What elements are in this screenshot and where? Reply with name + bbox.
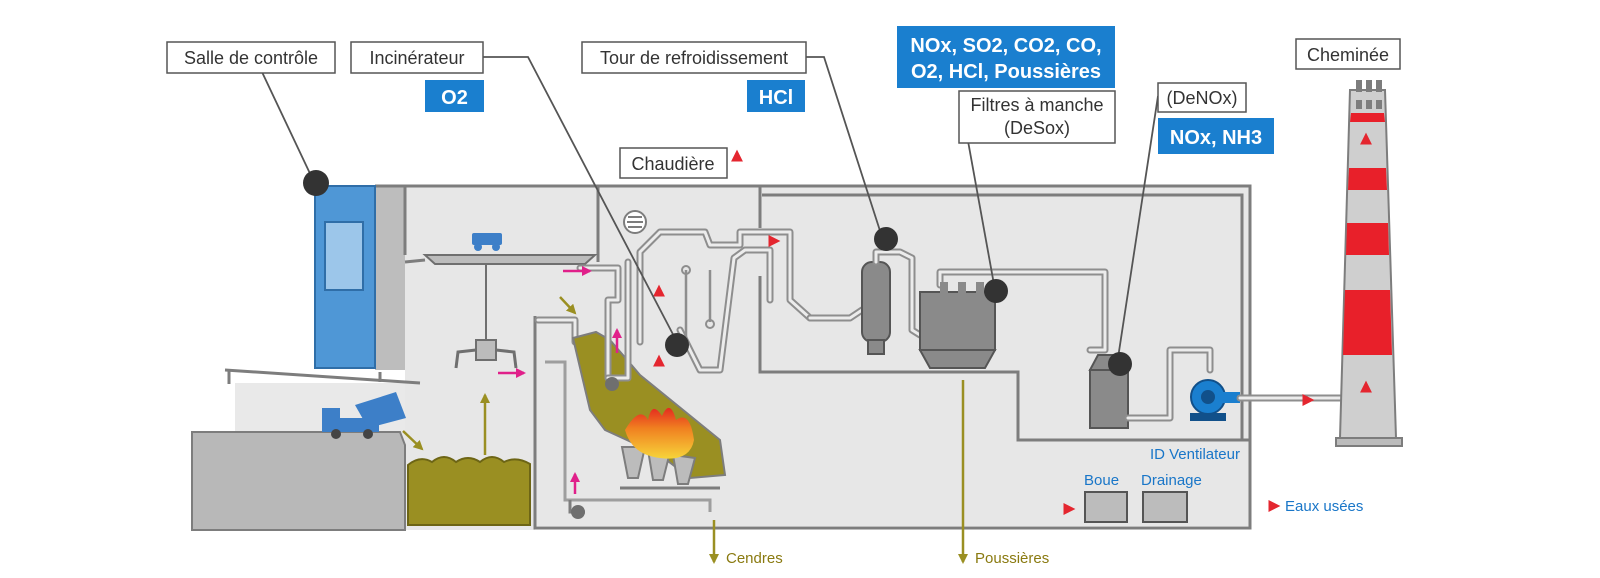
- svg-text:O2, HCl, Poussières: O2, HCl, Poussières: [911, 61, 1101, 83]
- label-wastewater: Eaux usées: [1285, 498, 1363, 515]
- label-drainage: Drainage: [1141, 472, 1202, 489]
- bag-filters: [918, 268, 1109, 369]
- tag-hcl: HCl: [747, 80, 805, 112]
- waste-pit: [407, 456, 531, 526]
- svg-text:(DeSox): (DeSox): [1004, 118, 1070, 138]
- pumps: [568, 377, 619, 519]
- label-bag-filters: Filtres à manche (DeSox): [958, 90, 1116, 144]
- denox-unit: [1088, 346, 1214, 429]
- leader-lines: [261, 56, 1159, 376]
- svg-text:Incinérateur: Incinérateur: [369, 48, 464, 68]
- fire-icon: [625, 407, 694, 459]
- boiler-ducts: [576, 210, 866, 382]
- label-incinerator: Incinérateur: [350, 41, 484, 74]
- tag-multi-gas: NOx, SO2, CO2, CO, O2, HCl, Poussières: [897, 26, 1115, 88]
- sensor-denox: [1108, 352, 1132, 376]
- flow-arrows: [402, 132, 1372, 564]
- chimney: [1335, 80, 1403, 447]
- label-id-fan: ID Ventilateur: [1150, 446, 1240, 463]
- control-room: [314, 185, 376, 369]
- label-cooling-tower: Tour de refroidissement: [581, 41, 807, 74]
- svg-text:Salle de contrôle: Salle de contrôle: [184, 48, 318, 68]
- tanks: [1084, 491, 1188, 523]
- sensor-control-room: [303, 170, 329, 196]
- label-dust: Poussières: [975, 550, 1049, 567]
- id-fan: [1190, 379, 1344, 421]
- cooling-tower: [861, 248, 924, 355]
- sensor-incinerator: [665, 333, 689, 357]
- crane: [404, 233, 598, 369]
- svg-text:Filtres à manche: Filtres à manche: [970, 95, 1103, 115]
- svg-text:Tour de refroidissement: Tour de refroidissement: [600, 48, 788, 68]
- svg-text:NOx, SO2, CO2, CO,: NOx, SO2, CO2, CO,: [910, 35, 1101, 57]
- label-denox: (DeNOx): [1157, 82, 1247, 113]
- svg-text:(DeNOx): (DeNOx): [1167, 88, 1238, 108]
- svg-text:HCl: HCl: [759, 87, 793, 109]
- tag-o2: O2: [425, 80, 484, 112]
- label-sludge: Boue: [1084, 472, 1119, 489]
- sensor-cooling-tower: [874, 227, 898, 251]
- sensor-bag-filters: [984, 279, 1008, 303]
- svg-text:Cheminée: Cheminée: [1307, 45, 1389, 65]
- tag-nox-nh3: NOx, NH3: [1158, 118, 1274, 154]
- label-chimney: Cheminée: [1295, 38, 1401, 70]
- svg-text:O2: O2: [441, 87, 468, 109]
- svg-text:NOx, NH3: NOx, NH3: [1170, 127, 1262, 149]
- label-control-room: Salle de contrôle: [166, 41, 336, 74]
- truck-icon: [322, 392, 406, 439]
- svg-text:Chaudière: Chaudière: [631, 154, 714, 174]
- label-ash: Cendres: [726, 550, 783, 567]
- label-boiler: Chaudière: [619, 147, 728, 179]
